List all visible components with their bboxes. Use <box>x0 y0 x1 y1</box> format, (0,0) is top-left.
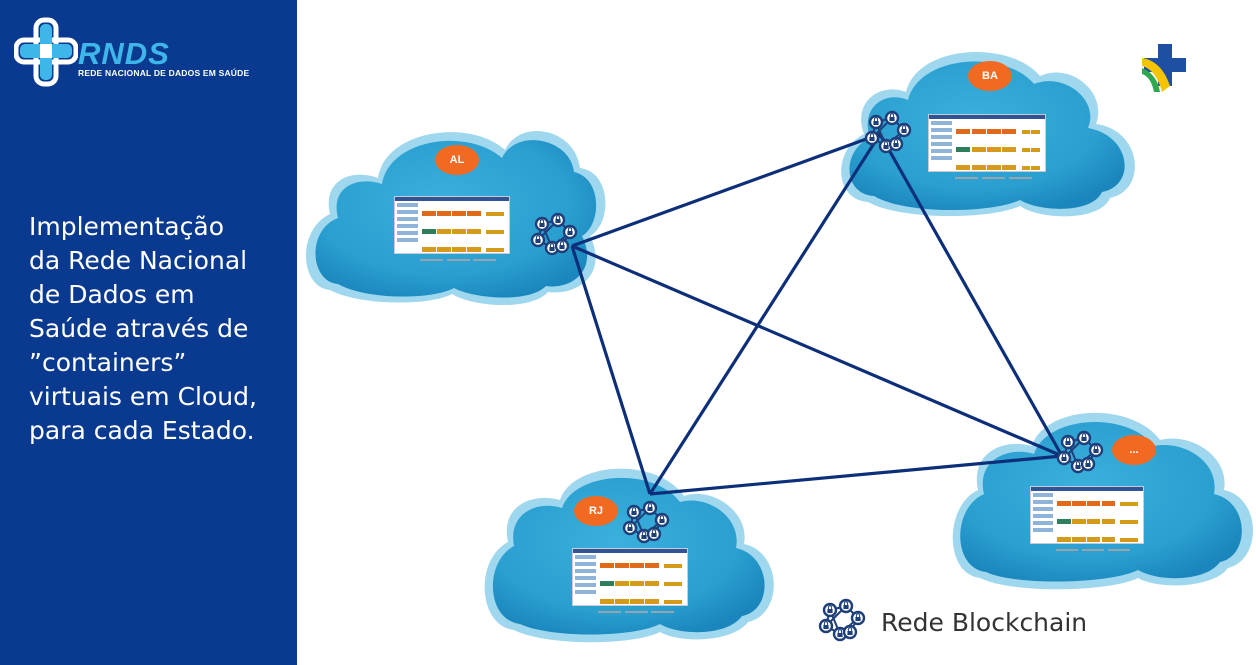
headline-line: virtuais em Cloud, <box>29 382 257 411</box>
logo-wordmark: RNDS <box>78 36 170 71</box>
dashboard-thumbnail-al <box>394 196 510 261</box>
cloud-label-others: ... <box>1112 435 1156 465</box>
headline-line: para cada Estado. <box>29 416 255 445</box>
link-al-rj <box>570 245 652 495</box>
headline: Implementação da Rede Nacional de Dados … <box>29 210 279 448</box>
blockchain-links <box>570 132 1064 496</box>
network-diagram <box>305 52 1254 643</box>
left-panel: RNDS REDE NACIONAL DE DADOS EM SAÚDE Imp… <box>0 0 297 665</box>
headline-line: de Dados em <box>29 280 195 309</box>
headline-line: ”containers” <box>29 348 187 377</box>
link-ba-rj <box>648 133 882 495</box>
legend-blockchain-icon <box>820 600 864 640</box>
headline-line: Saúde através de <box>29 314 249 343</box>
ministry-health-logo <box>1142 44 1186 92</box>
logo-subtitle: REDE NACIONAL DE DADOS EM SAÚDE <box>78 68 250 78</box>
rnds-cross-icon <box>13 17 79 87</box>
dashboard-thumbnail-rj <box>572 548 688 613</box>
legend-label: Rede Blockchain <box>881 608 1088 637</box>
link-al-ba <box>571 132 881 248</box>
link-al-others <box>571 244 1063 458</box>
link-ba-others <box>878 133 1064 457</box>
link-rj-others <box>649 454 1063 496</box>
cloud-label-rj: RJ <box>574 496 618 526</box>
rnds-logo: RNDS REDE NACIONAL DE DADOS EM SAÚDE <box>13 16 249 88</box>
cloud-label-ba: BA <box>968 61 1012 91</box>
cloud-label-al: AL <box>435 145 479 175</box>
headline-line: Implementação <box>29 212 224 241</box>
headline-line: da Rede Nacional <box>29 246 248 275</box>
dashboard-thumbnail-others <box>1030 486 1144 551</box>
dashboard-thumbnail-ba <box>928 114 1046 179</box>
